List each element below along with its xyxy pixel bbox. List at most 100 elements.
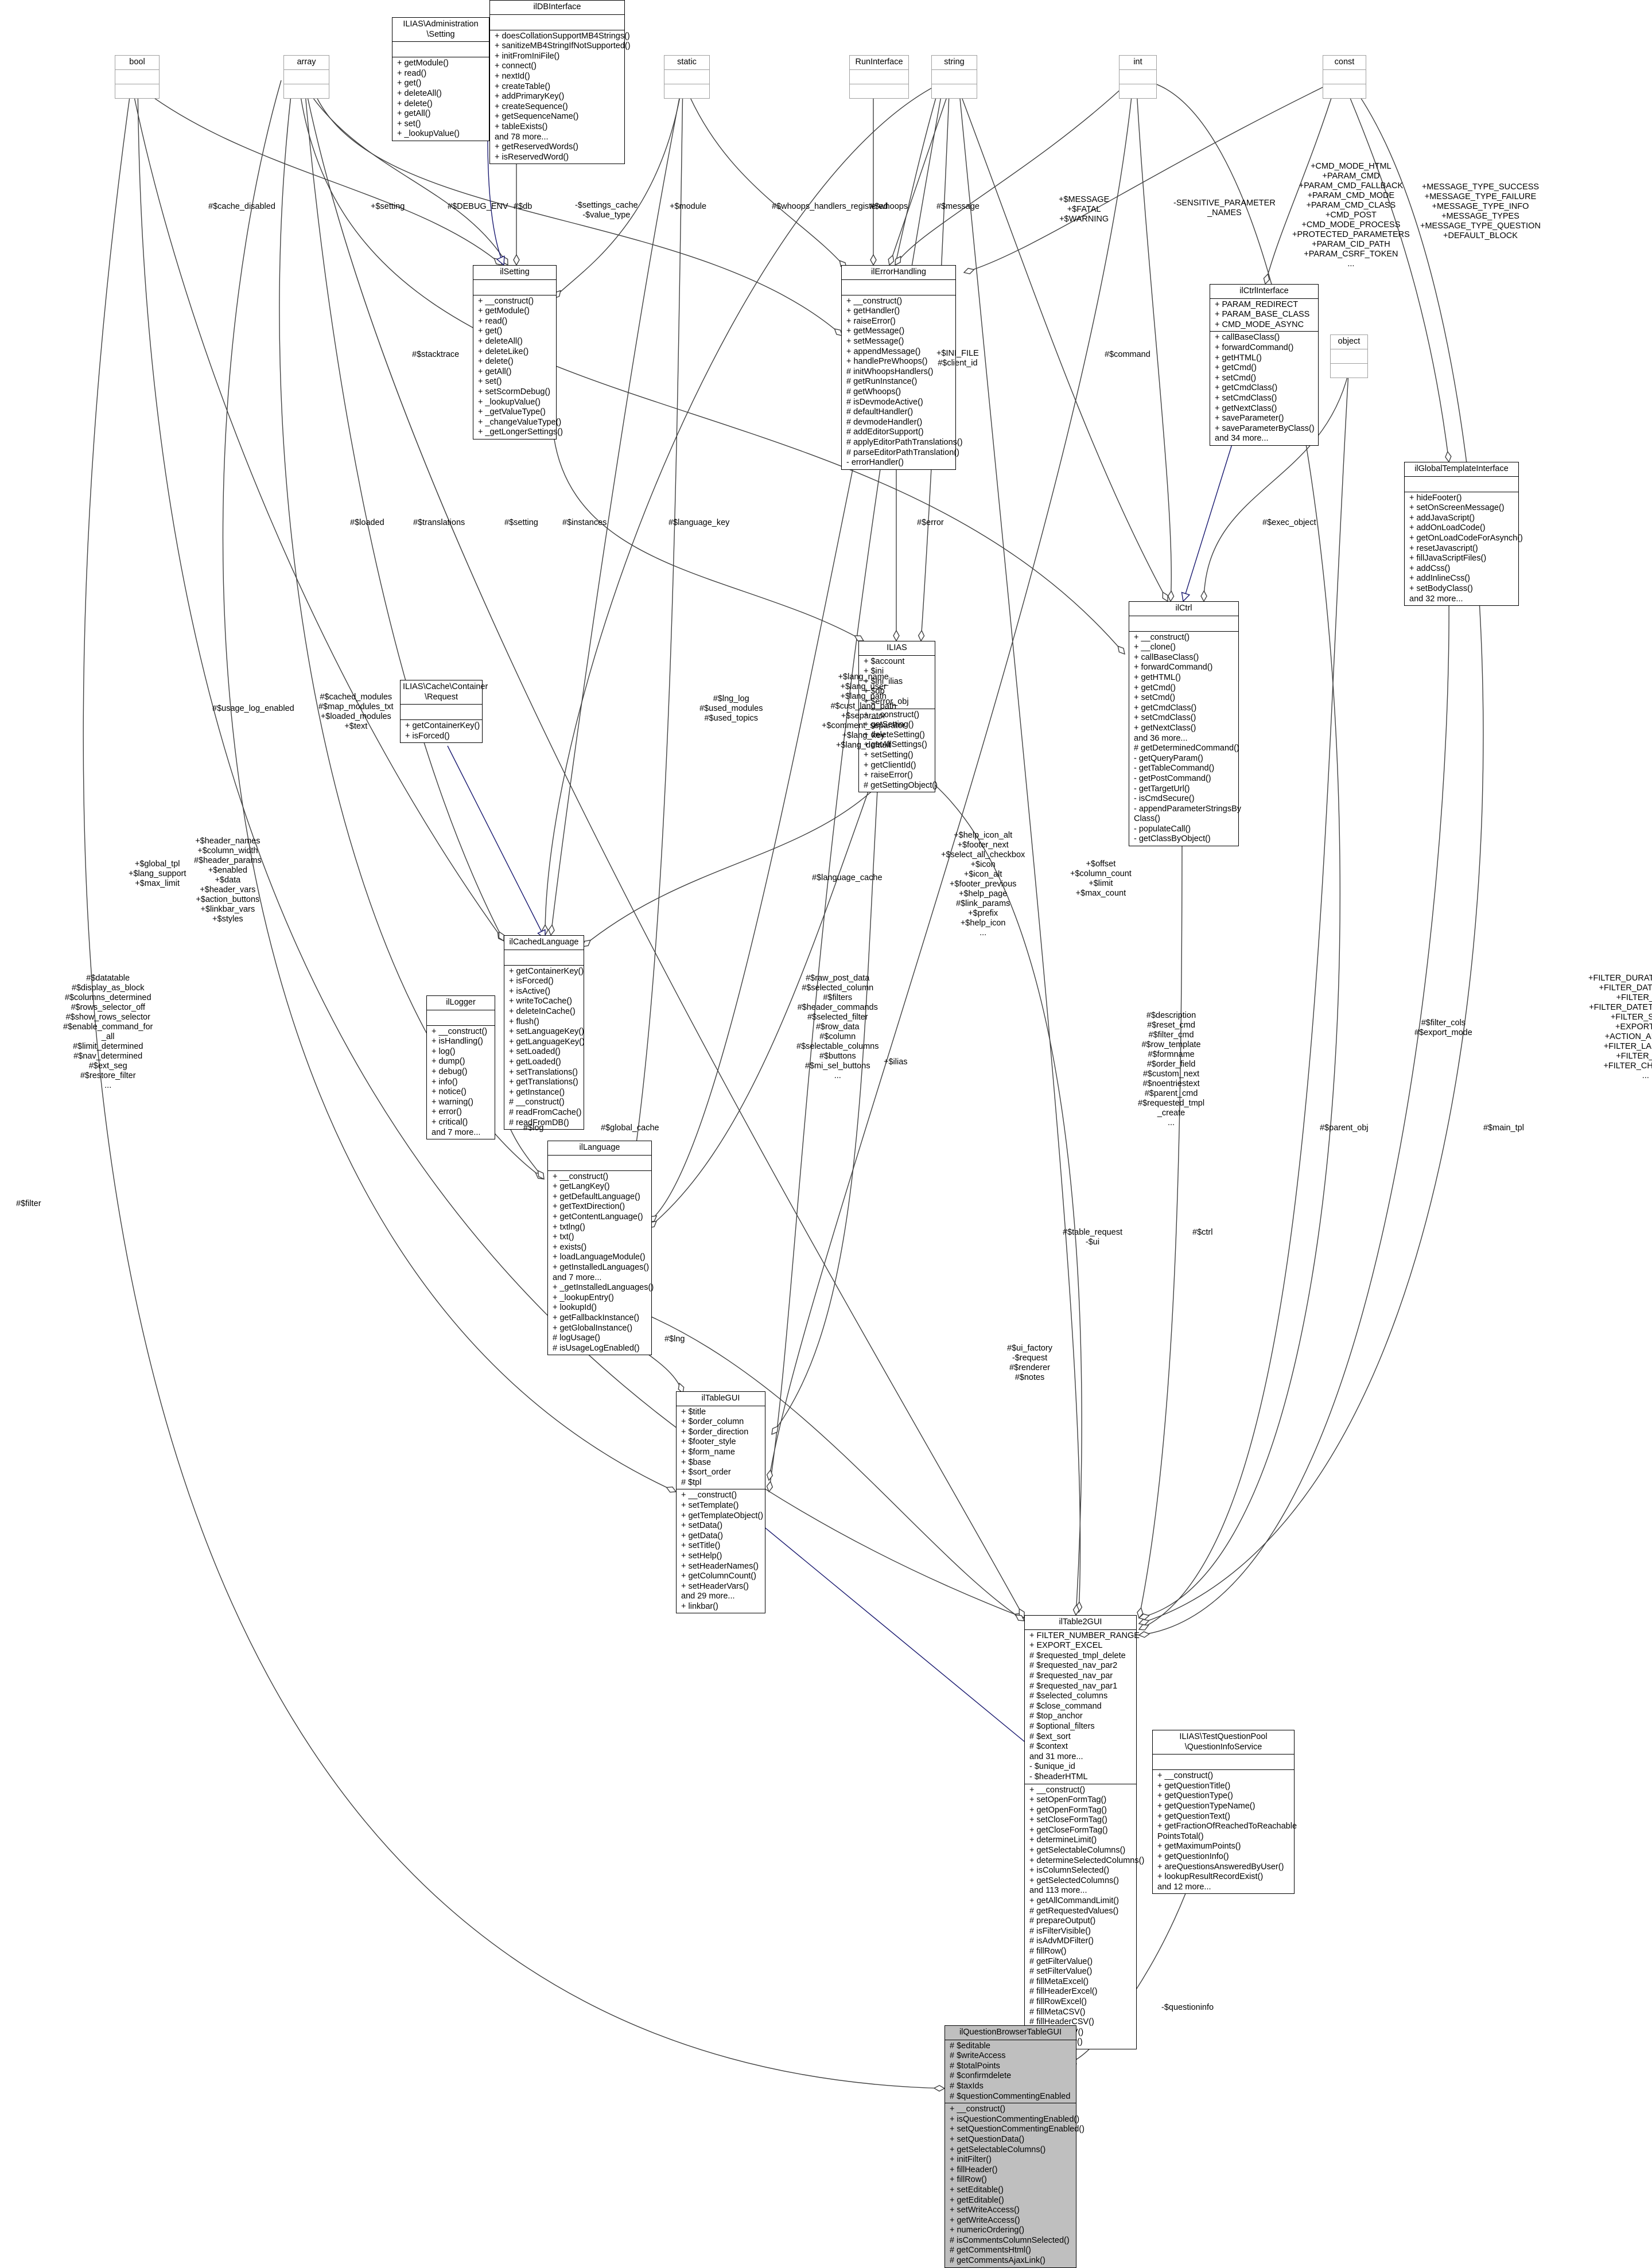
method-item: + setHelp() xyxy=(681,1551,722,1561)
method-item: + fillHeader() xyxy=(950,2165,998,2174)
edge-label-line: #$display_as_block xyxy=(71,983,145,993)
edge-label: -$settings_cache-$value_type xyxy=(575,201,638,220)
class-ilias-cache-container-request[interactable]: ILIAS\Cache\Container \Request + getCont… xyxy=(400,680,488,744)
class-ilias[interactable]: ILIAS + $account+ $ini+ $ini_ilias+ $db+… xyxy=(858,641,938,793)
class-runinterface[interactable]: RunInterface xyxy=(849,55,909,99)
edge-label-line: -$questioninfo xyxy=(1161,2003,1214,2012)
method-item: + txt() xyxy=(553,1232,574,1242)
method-item: + createSequence() xyxy=(495,102,568,111)
class-ildbinterface[interactable]: ilDBInterface + doesCollationSupportMB4S… xyxy=(489,0,631,165)
class-int[interactable]: int xyxy=(1119,55,1157,99)
class-ilias-administration-setting[interactable]: ILIAS\Administration \Setting + getModul… xyxy=(392,17,489,141)
class-questioninfoservice[interactable]: ILIAS\TestQuestionPool \QuestionInfoServ… xyxy=(1152,1730,1297,1894)
method-item: + txtlng() xyxy=(553,1222,585,1232)
edge-object-iltable2gui xyxy=(1139,372,1349,1629)
edge-label-line: #$command xyxy=(1105,350,1150,359)
class-ilctrl[interactable]: ilCtrl + __construct()+ __clone()+ callB… xyxy=(1129,601,1241,847)
attribute-item: + $footer_style xyxy=(681,1437,736,1447)
method-item: + setTranslations() xyxy=(509,1067,578,1077)
class-ilquestionbrowsertablegui[interactable]: ilQuestionBrowserTableGUI # $editable# $… xyxy=(944,2025,1085,2268)
class-object[interactable]: object xyxy=(1330,334,1368,378)
edge-label-line: #$header_params xyxy=(194,856,262,865)
method-item: + _changeValueType() xyxy=(478,417,562,427)
class-string[interactable]: string xyxy=(931,55,977,99)
method-list: + __construct()+ getQuestionTitle()+ get… xyxy=(1153,1770,1297,1893)
method-item: + getCmdClass() xyxy=(1134,703,1197,713)
class-name: ilDBInterface xyxy=(490,1,624,15)
attribute-section xyxy=(1120,70,1156,84)
method-item: + delete() xyxy=(478,357,514,367)
class-iltable2gui[interactable]: ilTable2GUI + FILTER_NUMBER_RANGE+ EXPOR… xyxy=(1024,1615,1144,2049)
edge-label-line: #$link_params xyxy=(956,899,1010,908)
edge-label-line: #$lng_log xyxy=(713,694,749,703)
edge-string-iltable2gui xyxy=(958,80,1080,1612)
method-item: + createTable() xyxy=(495,81,551,91)
method-item: # applyEditorPathTranslations() xyxy=(846,437,963,447)
class-static[interactable]: static xyxy=(664,55,710,99)
class-name: RunInterface xyxy=(850,56,908,70)
edge-ilias-iltable2gui xyxy=(929,780,1082,1615)
edge-label-line: +FILTER_TEXT xyxy=(1616,993,1652,1002)
edge-const-ilerrorhandling xyxy=(964,80,1338,273)
class-array[interactable]: array xyxy=(283,55,329,99)
edge-label: -$questioninfo xyxy=(1161,2003,1214,2013)
edge-label: #$ctrl xyxy=(1192,1228,1212,1238)
method-item: + addInlineCss() xyxy=(1409,574,1470,583)
method-item: + getInstance() xyxy=(509,1087,565,1097)
edge-label: #$command xyxy=(1105,350,1150,360)
method-item: + getCmd() xyxy=(1215,363,1257,373)
method-item: + callBaseClass() xyxy=(1215,333,1280,343)
edge-label-line: +$lang_name xyxy=(838,672,889,682)
edge-label: +$ilias xyxy=(884,1057,908,1067)
edge-label-line: -$settings_cache xyxy=(575,201,638,210)
attribute-item: + $base xyxy=(681,1457,712,1467)
class-iltablegui[interactable]: ilTableGUI + $title+ $order_column+ $ord… xyxy=(676,1391,765,1614)
class-ilerrorhandling[interactable]: ilErrorHandling + __construct()+ getHand… xyxy=(841,265,963,470)
edge-static-ilsetting xyxy=(554,80,683,298)
edge-label-line: +PARAM_CID_PATH xyxy=(1312,240,1390,249)
edge-label-line: #$error xyxy=(917,518,944,527)
method-item: + __construct() xyxy=(846,296,903,306)
attribute-section xyxy=(401,705,482,721)
edge-label: #$loaded xyxy=(350,518,384,528)
edge-ilias-illanguage xyxy=(648,780,873,1228)
edge-label: #$usage_log_enabled xyxy=(212,704,294,714)
edge-label-line: #$filter xyxy=(16,1199,41,1208)
method-item: # fillRowExcel() xyxy=(1029,1997,1087,2006)
class-name: ilCachedLanguage xyxy=(504,936,584,950)
edge-label: #$language_cache xyxy=(812,873,883,883)
method-item: + __construct() xyxy=(553,1172,609,1181)
method-item: + isQuestionCommentingEnabled() xyxy=(950,2114,1080,2124)
class-ilsetting[interactable]: ilSetting + __construct()+ getModule()+ … xyxy=(473,265,563,439)
class-ilcachedlanguage[interactable]: ilCachedLanguage + getContainerKey()+ is… xyxy=(504,935,585,1130)
edge-glob-iltable2gui xyxy=(1139,593,1449,1635)
method-item: + isColumnSelected() xyxy=(1029,1866,1110,1876)
edge-label-line: +EXPORT_CSV xyxy=(1615,1022,1652,1032)
edge-label-line: ... xyxy=(834,1071,841,1080)
method-item: + getModule() xyxy=(397,59,449,68)
attribute-section xyxy=(427,1010,495,1026)
edge-label-line: +FILTER_DATE xyxy=(1616,1052,1652,1061)
class-illanguage[interactable]: ilLanguage + __construct()+ getLangKey()… xyxy=(547,1141,654,1356)
method-item: # __construct() xyxy=(509,1098,565,1107)
class-const[interactable]: const xyxy=(1323,55,1366,99)
class-ilctrlinterface[interactable]: ilCtrlInterface + PARAM_REDIRECT+ PARAM_… xyxy=(1210,284,1319,446)
method-item: + addOnLoadCode() xyxy=(1409,523,1486,533)
edge-label-line: #$global_cache xyxy=(601,1123,659,1133)
class-bool[interactable]: bool xyxy=(115,55,160,99)
method-item: + _lookupValue() xyxy=(397,129,460,139)
method-item: + areQuestionsAnsweredByUser() xyxy=(1157,1862,1284,1872)
method-list: + __construct()+ setTemplate()+ getTempl… xyxy=(677,1489,765,1613)
class-illogger[interactable]: ilLogger + __construct()+ isHandling()+ … xyxy=(426,995,495,1140)
class-ilglobaltemplateinterface[interactable]: ilGlobalTemplateInterface + hideFooter()… xyxy=(1404,462,1523,606)
edge-label-line: +$separator xyxy=(841,711,886,721)
method-item: + deleteLike() xyxy=(478,347,529,356)
edge-label-line: #$whoops xyxy=(870,202,908,211)
attribute-item: and 31 more... xyxy=(1029,1752,1083,1761)
method-item: + doesCollationSupportMB4Strings() xyxy=(495,31,630,41)
edge-label-line: ... xyxy=(1642,1071,1649,1080)
method-item: + _getValueType() xyxy=(478,407,546,417)
attribute-list: + FILTER_NUMBER_RANGE+ EXPORT_EXCEL# $re… xyxy=(1025,1630,1140,1784)
edge-label: #$parent_obj xyxy=(1320,1123,1369,1133)
edge-label-line: +PARAM_CMD_FALLBACK xyxy=(1299,181,1404,190)
